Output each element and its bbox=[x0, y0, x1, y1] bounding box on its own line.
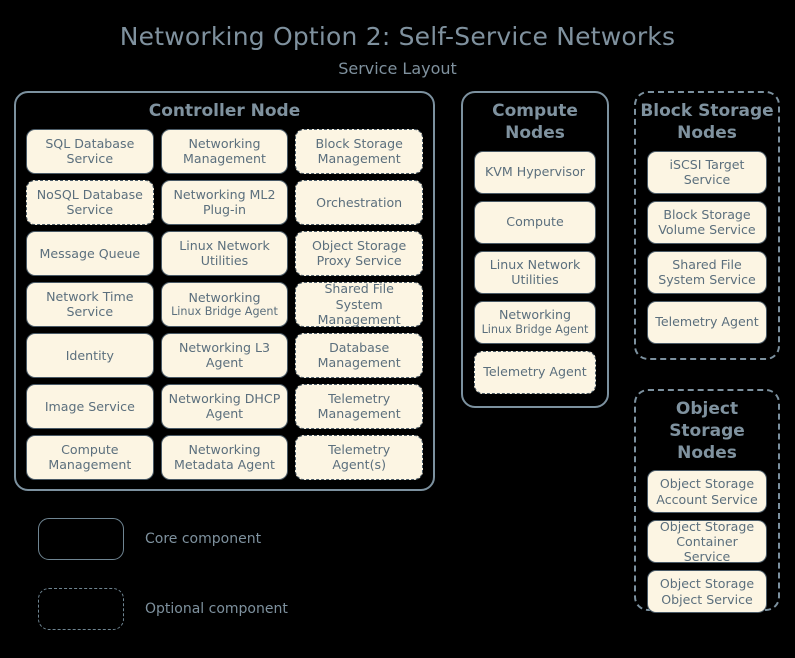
service-box: Network Time Service bbox=[26, 281, 154, 327]
legend-swatch-core bbox=[38, 518, 124, 560]
service-label: Telemetry Agent bbox=[483, 364, 587, 380]
service-label: Telemetry Agent bbox=[655, 314, 759, 330]
service-box: Telemetry Management bbox=[295, 383, 423, 429]
node-object-storage-title: Object Storage Nodes bbox=[669, 399, 745, 463]
service-label: Shared File System Management bbox=[317, 281, 401, 327]
service-box: Object Storage Proxy Service bbox=[295, 230, 423, 276]
service-label: Networking bbox=[188, 289, 261, 305]
service-label: Networking bbox=[498, 307, 572, 323]
service-label: Networking Metadata Agent bbox=[174, 441, 275, 473]
service-box: Object Storage Account Service bbox=[647, 470, 767, 514]
node-block-storage-title: Block Storage Nodes bbox=[640, 101, 774, 143]
service-label: Object Storage Object Service bbox=[659, 576, 755, 607]
service-box: Object Storage Object Service bbox=[647, 570, 767, 614]
service-label: Networking L3 Agent bbox=[178, 339, 271, 371]
legend-swatch-optional bbox=[38, 588, 124, 630]
node-compute-title: Compute Nodes bbox=[492, 101, 578, 143]
service-sublabel: Linux Bridge Agent bbox=[481, 322, 589, 336]
service-label: Networking DHCP Agent bbox=[168, 390, 281, 422]
service-box: Shared File System Management bbox=[295, 281, 423, 327]
service-box: Identity bbox=[26, 332, 154, 378]
legend-row-core: Core component bbox=[38, 518, 368, 560]
service-label: Telemetry Agent(s) bbox=[328, 441, 391, 473]
service-box: Compute Management bbox=[26, 434, 154, 480]
legend: Core component Optional component bbox=[38, 518, 368, 658]
service-box: Networking Metadata Agent bbox=[160, 434, 289, 480]
service-box: Linux Network Utilities bbox=[160, 230, 289, 276]
service-label: Object Storage Proxy Service bbox=[312, 237, 407, 269]
service-label: Network Time Service bbox=[46, 288, 134, 320]
service-label: Object Storage Container Service bbox=[659, 518, 755, 565]
service-box: Object Storage Container Service bbox=[647, 518, 767, 565]
service-box: Database Management bbox=[295, 332, 423, 378]
service-label: Linux Network Utilities bbox=[489, 256, 581, 287]
service-box: Networking DHCP Agent bbox=[160, 383, 289, 429]
service-box: Telemetry Agent bbox=[647, 300, 767, 344]
service-label: Message Queue bbox=[39, 245, 141, 261]
service-label: Networking ML2 Plug-in bbox=[173, 186, 276, 218]
service-box: Orchestration bbox=[295, 179, 423, 225]
node-controller-title: Controller Node bbox=[148, 101, 301, 121]
diagram-title: Networking Option 2: Self-Service Networ… bbox=[119, 22, 676, 51]
service-label: Identity bbox=[65, 347, 114, 363]
service-label: KVM Hypervisor bbox=[485, 164, 585, 180]
service-box: Message Queue bbox=[26, 230, 154, 276]
service-label: Orchestration bbox=[316, 194, 403, 210]
service-label: Block Storage Management bbox=[315, 135, 403, 167]
legend-label-optional: Optional component bbox=[145, 601, 288, 617]
diagram-subtitle: Service Layout bbox=[338, 59, 457, 78]
service-box: Telemetry Agent bbox=[474, 350, 596, 394]
service-box: Networking Management bbox=[160, 128, 289, 174]
service-label: Image Service bbox=[44, 398, 135, 414]
node-controller-services: SQL Database Service Networking Managemen… bbox=[16, 128, 433, 490]
service-label: Networking Management bbox=[183, 135, 266, 167]
service-label: Shared File System Service bbox=[658, 256, 756, 287]
service-box: Block Storage Volume Service bbox=[647, 200, 767, 244]
service-box: NoSQL Database Service bbox=[26, 179, 154, 225]
service-box: Networking ML2 Plug-in bbox=[160, 179, 289, 225]
service-label: SQL Database Service bbox=[45, 135, 135, 167]
service-label: Compute Management bbox=[48, 441, 132, 473]
legend-row-optional: Optional component bbox=[38, 588, 368, 630]
service-label: iSCSI Target Service bbox=[669, 156, 745, 187]
service-sublabel: Linux Bridge Agent bbox=[171, 305, 278, 319]
node-block-storage: Block Storage Nodes iSCSI Target Service… bbox=[634, 91, 780, 360]
service-box: Networking L3 Agent bbox=[160, 332, 289, 378]
service-label: Block Storage Volume Service bbox=[658, 206, 756, 237]
service-box: Block Storage Management bbox=[295, 128, 423, 174]
service-label: Telemetry Management bbox=[317, 390, 401, 422]
service-label: Database Management bbox=[317, 339, 401, 371]
service-box: Shared File System Service bbox=[647, 250, 767, 294]
service-label: Linux Network Utilities bbox=[179, 237, 270, 269]
service-label: Compute bbox=[506, 214, 564, 230]
service-box: Compute bbox=[474, 200, 596, 244]
service-box: Image Service bbox=[26, 383, 154, 429]
legend-label-core: Core component bbox=[145, 531, 262, 547]
service-box: SQL Database Service bbox=[26, 128, 154, 174]
service-label: Object Storage Account Service bbox=[656, 476, 758, 507]
service-box: KVM Hypervisor bbox=[474, 150, 596, 194]
node-object-storage: Object Storage Nodes Object Storage Acco… bbox=[634, 389, 780, 614]
service-box: Linux Network Utilities bbox=[474, 250, 596, 294]
service-box: Telemetry Agent(s) bbox=[295, 434, 423, 480]
service-box: iSCSI Target Service bbox=[647, 150, 767, 194]
service-label: NoSQL Database Service bbox=[36, 186, 143, 218]
